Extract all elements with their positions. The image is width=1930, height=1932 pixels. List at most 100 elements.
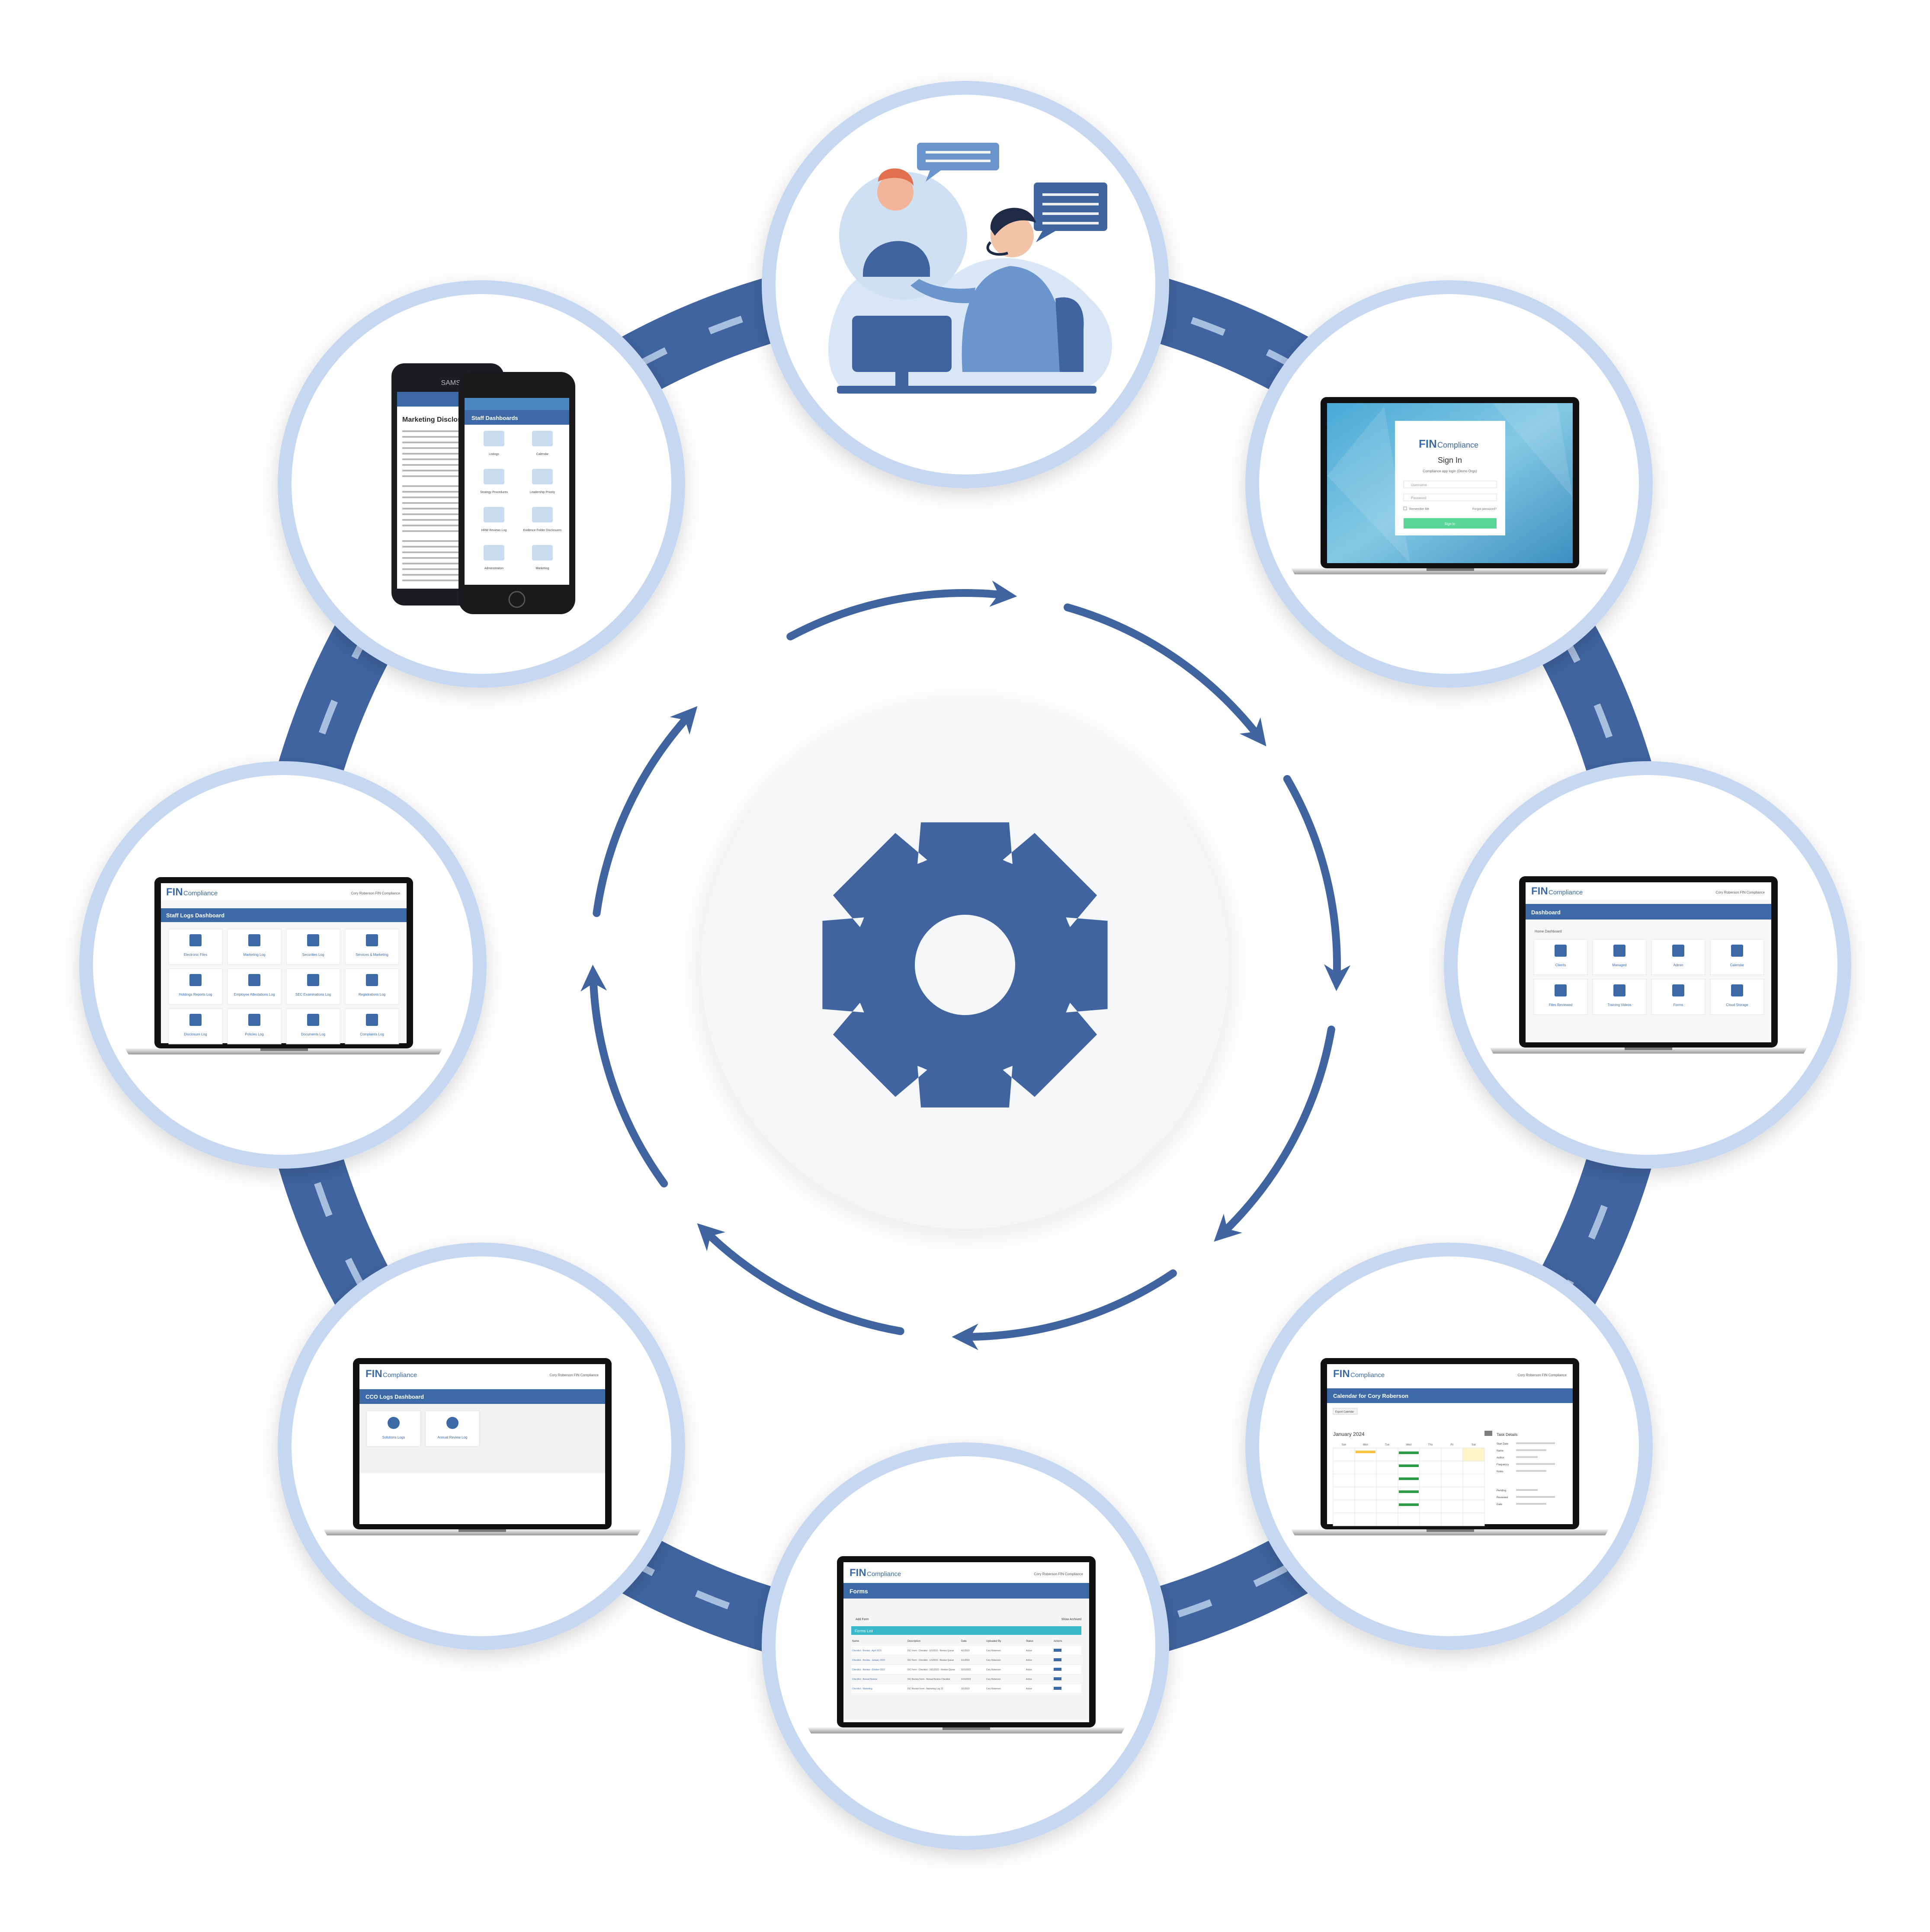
cycle-arrow-4 [1214, 1025, 1335, 1242]
log-tile-icon [248, 1014, 260, 1026]
tile-icon [532, 431, 553, 446]
calendar-cell [1354, 1499, 1377, 1513]
task-field-label: Frequency [1497, 1464, 1509, 1466]
cycle-arrow-6 [697, 1223, 904, 1335]
calendar-cell [1462, 1474, 1485, 1487]
calendar-cell [1419, 1461, 1442, 1474]
dashboard-tile-label: Training Videos [1607, 1003, 1631, 1007]
signin-button[interactable] [1404, 518, 1497, 529]
user-menu[interactable]: Cory Roberson FIN Compliance [1518, 1373, 1567, 1377]
table-cell: Cory Roberson [986, 1650, 1001, 1652]
log-tile-label: Services & Marketing [356, 953, 388, 957]
calendar-laptop: FIN Compliance Cory Roberson FIN Complia… [1291, 1358, 1609, 1535]
tile-icon [484, 431, 504, 446]
text-line [402, 491, 473, 493]
cycle-arrow-5 [952, 1269, 1177, 1350]
text-line [402, 563, 473, 564]
text-line [402, 436, 481, 438]
calendar-cell [1333, 1461, 1355, 1474]
task-field-value [1516, 1470, 1546, 1472]
table-cell: Checklist - Marketing [852, 1688, 872, 1690]
log-tile-label: Documents Log [301, 1032, 325, 1036]
password-input[interactable] [1403, 493, 1497, 501]
task-field-value [1516, 1463, 1555, 1465]
brand-logo-text: Compliance [1548, 889, 1583, 896]
show-archived-button[interactable]: Show Archived [1061, 1618, 1081, 1621]
user-menu[interactable]: Cory Roberson FIN Compliance [1716, 891, 1765, 894]
calendar-cell [1398, 1512, 1420, 1526]
dashboard-tile-icon [1672, 984, 1684, 996]
forgot-link[interactable]: Forgot password? [1472, 508, 1497, 511]
cco-tile-label: Solutions Logs [382, 1435, 405, 1439]
table-cell: Active [1026, 1678, 1032, 1681]
calendar-cell [1398, 1487, 1420, 1500]
calendar-weekday: Sat [1472, 1444, 1475, 1446]
log-tile-icon [248, 934, 260, 946]
table-cell: ISC Review Form - Marketing Log 23 [907, 1688, 943, 1690]
calendar-weekday: Mon [1363, 1444, 1368, 1446]
text-line [402, 574, 489, 576]
calendar-cell [1441, 1448, 1463, 1461]
support-illustration [828, 143, 1112, 394]
table-cell: Cory Roberson [986, 1688, 1001, 1690]
user-menu[interactable]: Cory Roberson FIN Compliance [1034, 1572, 1084, 1576]
calendar-cell [1333, 1474, 1355, 1487]
table-row [851, 1646, 1081, 1655]
calendar-cell [1419, 1499, 1442, 1513]
brand-logo-text: Compliance [1437, 441, 1478, 449]
forms-column-header: Date [961, 1640, 967, 1643]
calendar-cell [1462, 1487, 1485, 1500]
dashboard-tile-label: Admin [1674, 963, 1683, 967]
calendar-weekday: Sun [1342, 1444, 1347, 1446]
cycle-arrow-1 [786, 580, 1017, 641]
calendar-cell [1441, 1512, 1463, 1526]
calendar-cell [1333, 1512, 1355, 1526]
table-cell: Cory Roberson [986, 1659, 1001, 1662]
log-tile-icon [366, 934, 378, 946]
brand-logo-text: Compliance [383, 1371, 417, 1379]
calendar-cell [1354, 1487, 1377, 1500]
log-tile-label: SEC Examinations Log [295, 993, 331, 996]
password-placeholder: Password [1411, 496, 1426, 500]
user-menu[interactable]: Cory Roberson FIN Compliance [550, 1373, 599, 1377]
table-cell: Checklist - Review - January 2023 [852, 1659, 885, 1662]
calendar-event [1356, 1451, 1375, 1453]
add-form-button[interactable]: Add Form [856, 1618, 869, 1621]
cycle-arrow-3 [1283, 775, 1351, 991]
calendar-cell [1398, 1448, 1420, 1461]
remember-checkbox[interactable] [1403, 506, 1407, 510]
tile-label: Marketing [536, 567, 549, 570]
table-cell: ISC Form - Checklist - 3/1/2023 - Review… [907, 1650, 954, 1652]
table-cell: 1/1/2023 [961, 1659, 970, 1662]
log-tile-label: Registrations Log [359, 993, 385, 996]
calendar-cell [1376, 1512, 1398, 1526]
text-line [402, 519, 465, 521]
tile-icon [484, 507, 504, 522]
phone-left-text [402, 430, 489, 581]
tile-label: HRW Reviews Log [481, 529, 507, 532]
text-line [402, 551, 489, 553]
username-input[interactable] [1403, 481, 1497, 488]
cco-logs-title: CCO Logs Dashboard [365, 1394, 424, 1400]
calendar-event [1399, 1451, 1419, 1454]
calendar-cell [1376, 1448, 1398, 1461]
task-field-label: Author [1497, 1457, 1504, 1459]
forms-list-title: Forms List [855, 1629, 873, 1633]
tile-label: Evidence Folder Disclosures [523, 529, 562, 532]
export-calendar-button[interactable] [1333, 1408, 1358, 1415]
text-line [402, 464, 473, 466]
calendar-cell [1441, 1474, 1463, 1487]
central-gear-node [701, 701, 1229, 1229]
calendar-cell [1398, 1474, 1420, 1487]
user-menu[interactable]: Cory Roberson FIN Compliance [351, 891, 401, 895]
chat-bubble-icon [917, 143, 999, 170]
tile-label: Calendar [536, 453, 549, 456]
calendar-cell [1376, 1461, 1398, 1474]
table-cell: Cory Roberson [986, 1678, 1001, 1681]
text-line [402, 568, 465, 570]
text-line [402, 447, 465, 449]
brand-logo-fin: FIN [1419, 437, 1437, 450]
task-panel-title: Task Details [1497, 1432, 1518, 1437]
